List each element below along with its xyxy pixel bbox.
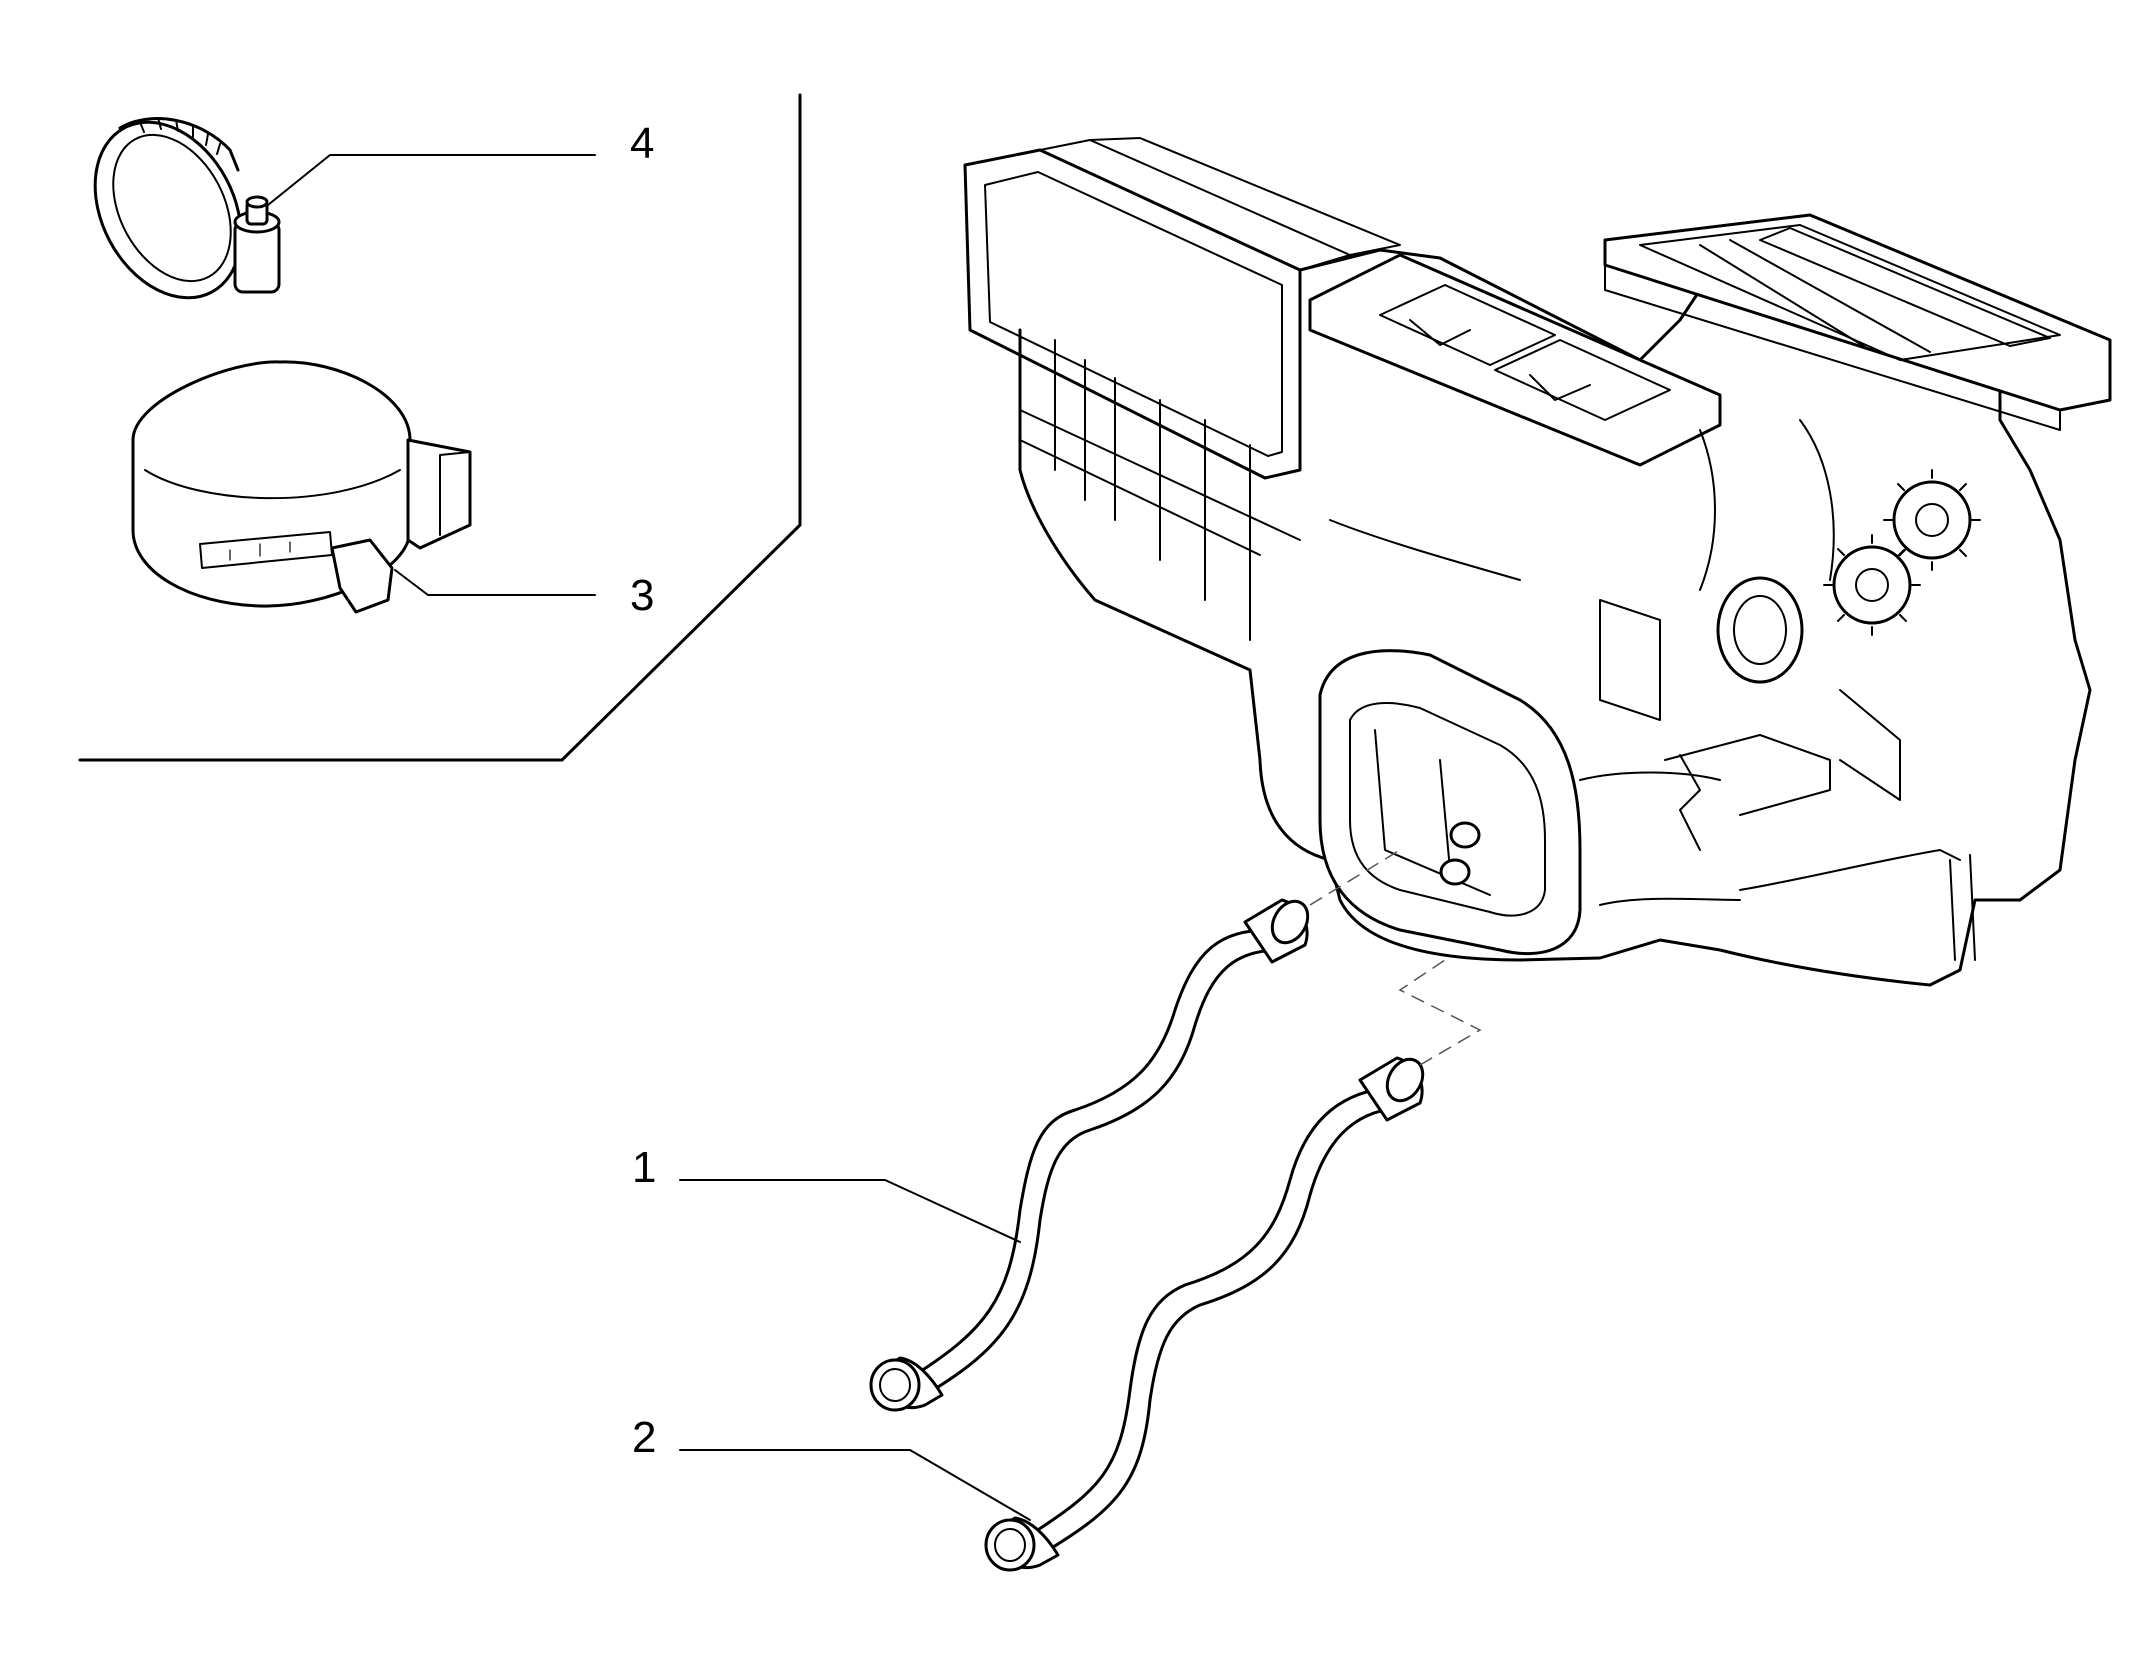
heater-hose-part-1	[869, 898, 1310, 1412]
callout-1: 1	[632, 1143, 656, 1192]
assembly-guide-lines	[1309, 849, 1482, 1066]
gear-large	[1883, 469, 1981, 571]
leader-lines	[267, 154, 1031, 1521]
callout-3: 3	[630, 571, 654, 620]
callout-2: 2	[632, 1413, 656, 1462]
inset-frame	[78, 93, 802, 762]
band-clamp-part-3	[131, 360, 472, 614]
hose-clamp-part-4	[93, 117, 281, 300]
gear-small	[1823, 534, 1921, 636]
callout-labels: 4 3 1 2	[630, 119, 656, 1462]
heater-housing-assembly	[963, 137, 2112, 987]
heater-hose-part-2	[984, 1056, 1425, 1572]
callout-4: 4	[630, 119, 654, 168]
